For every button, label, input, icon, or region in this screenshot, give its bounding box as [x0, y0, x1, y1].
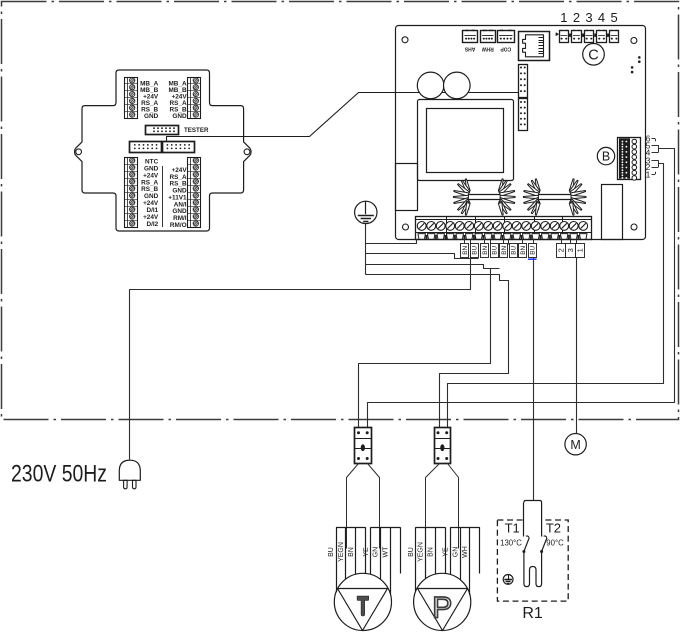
- svg-text:5: 5: [610, 10, 617, 25]
- svg-text:3: 3: [585, 10, 592, 25]
- svg-text:+11V1: +11V1: [168, 194, 187, 201]
- svg-text:BN: BN: [501, 245, 508, 254]
- svg-text:+24V: +24V: [143, 200, 159, 207]
- svg-text:3: 3: [646, 155, 651, 165]
- svg-text:2: 2: [556, 248, 565, 252]
- svg-text:2: 2: [646, 162, 651, 172]
- svg-text:YEGN: YEGN: [418, 542, 425, 562]
- svg-text:BN: BN: [427, 547, 434, 557]
- svg-text:RS_A: RS_A: [170, 100, 187, 107]
- svg-text:T2: T2: [546, 521, 561, 536]
- svg-text:M: M: [570, 438, 580, 452]
- svg-text:90°C: 90°C: [546, 539, 564, 548]
- svg-text:1: 1: [646, 169, 651, 179]
- svg-text:BN: BN: [482, 245, 489, 254]
- svg-text:6: 6: [646, 134, 651, 144]
- svg-text:WH: WH: [462, 546, 469, 558]
- svg-text:2: 2: [573, 10, 580, 25]
- svg-text:GND: GND: [144, 193, 159, 200]
- svg-text:RM/O: RM/O: [170, 222, 187, 229]
- svg-text:C: C: [588, 47, 598, 63]
- svg-text:TESTER: TESTER: [184, 127, 209, 134]
- svg-text:BU: BU: [472, 245, 479, 254]
- svg-text:BU: BU: [491, 245, 498, 254]
- svg-text:GND: GND: [172, 208, 187, 215]
- svg-text:MB_A: MB_A: [168, 80, 186, 87]
- svg-text:GND: GND: [172, 188, 187, 195]
- svg-text:BU: BU: [328, 547, 335, 557]
- svg-text:T1: T1: [505, 521, 520, 536]
- svg-text:BU: BU: [408, 547, 415, 557]
- svg-text:1: 1: [560, 10, 567, 25]
- svg-text:YE: YE: [363, 547, 370, 557]
- svg-text:RS_A: RS_A: [141, 179, 158, 186]
- svg-text:P: P: [432, 592, 452, 625]
- svg-text:AN/I: AN/I: [174, 201, 187, 208]
- svg-text:RS_B: RS_B: [170, 106, 187, 113]
- svg-text:MB_B: MB_B: [168, 87, 186, 94]
- svg-text:RS_B: RS_B: [170, 181, 187, 188]
- svg-text:GND: GND: [172, 113, 187, 120]
- svg-text:D/I1: D/I1: [146, 207, 158, 214]
- svg-text:D/I2: D/I2: [146, 221, 158, 228]
- svg-text:MB_A: MB_A: [140, 80, 158, 87]
- svg-text:3: 3: [566, 248, 575, 252]
- svg-text:RS_B: RS_B: [141, 186, 158, 193]
- svg-text:B: B: [602, 150, 610, 164]
- svg-text:RS_A: RS_A: [141, 100, 158, 107]
- svg-text:BN: BN: [348, 547, 355, 557]
- svg-text:YEGN: YEGN: [338, 542, 345, 562]
- svg-text:AHS: AHS: [464, 46, 475, 52]
- svg-text:230V 50Hz: 230V 50Hz: [11, 461, 107, 488]
- svg-text:+24V: +24V: [171, 167, 187, 174]
- svg-text:RHW: RHW: [482, 46, 494, 52]
- svg-text:R1: R1: [522, 605, 543, 622]
- svg-text:+24V: +24V: [143, 214, 159, 221]
- svg-text:MB_B: MB_B: [140, 87, 158, 94]
- svg-text:+24V: +24V: [143, 172, 159, 179]
- svg-text:YE: YE: [443, 547, 450, 557]
- svg-text:4: 4: [598, 10, 605, 25]
- svg-text:1: 1: [575, 248, 584, 252]
- svg-text:WT: WT: [383, 546, 390, 558]
- svg-text:RS_B: RS_B: [141, 106, 158, 113]
- svg-text:COP: COP: [500, 46, 512, 52]
- svg-text:GND: GND: [144, 113, 159, 120]
- svg-text:RM/I: RM/I: [173, 215, 187, 222]
- svg-text:+24V: +24V: [143, 93, 159, 100]
- svg-text:BU: BU: [510, 245, 517, 254]
- svg-text:NTC: NTC: [145, 158, 159, 165]
- svg-text:BN: BN: [520, 245, 527, 254]
- svg-text:GN: GN: [373, 547, 380, 558]
- svg-text:GN: GN: [452, 547, 459, 558]
- svg-text:BU: BU: [529, 245, 536, 254]
- svg-text:4: 4: [646, 147, 651, 157]
- svg-text:+24V: +24V: [171, 93, 187, 100]
- svg-text:130°C: 130°C: [500, 539, 522, 548]
- svg-text:RS_A: RS_A: [170, 174, 187, 181]
- svg-text:BN: BN: [462, 245, 469, 254]
- svg-text:GND: GND: [144, 165, 159, 172]
- svg-text:5: 5: [646, 140, 651, 150]
